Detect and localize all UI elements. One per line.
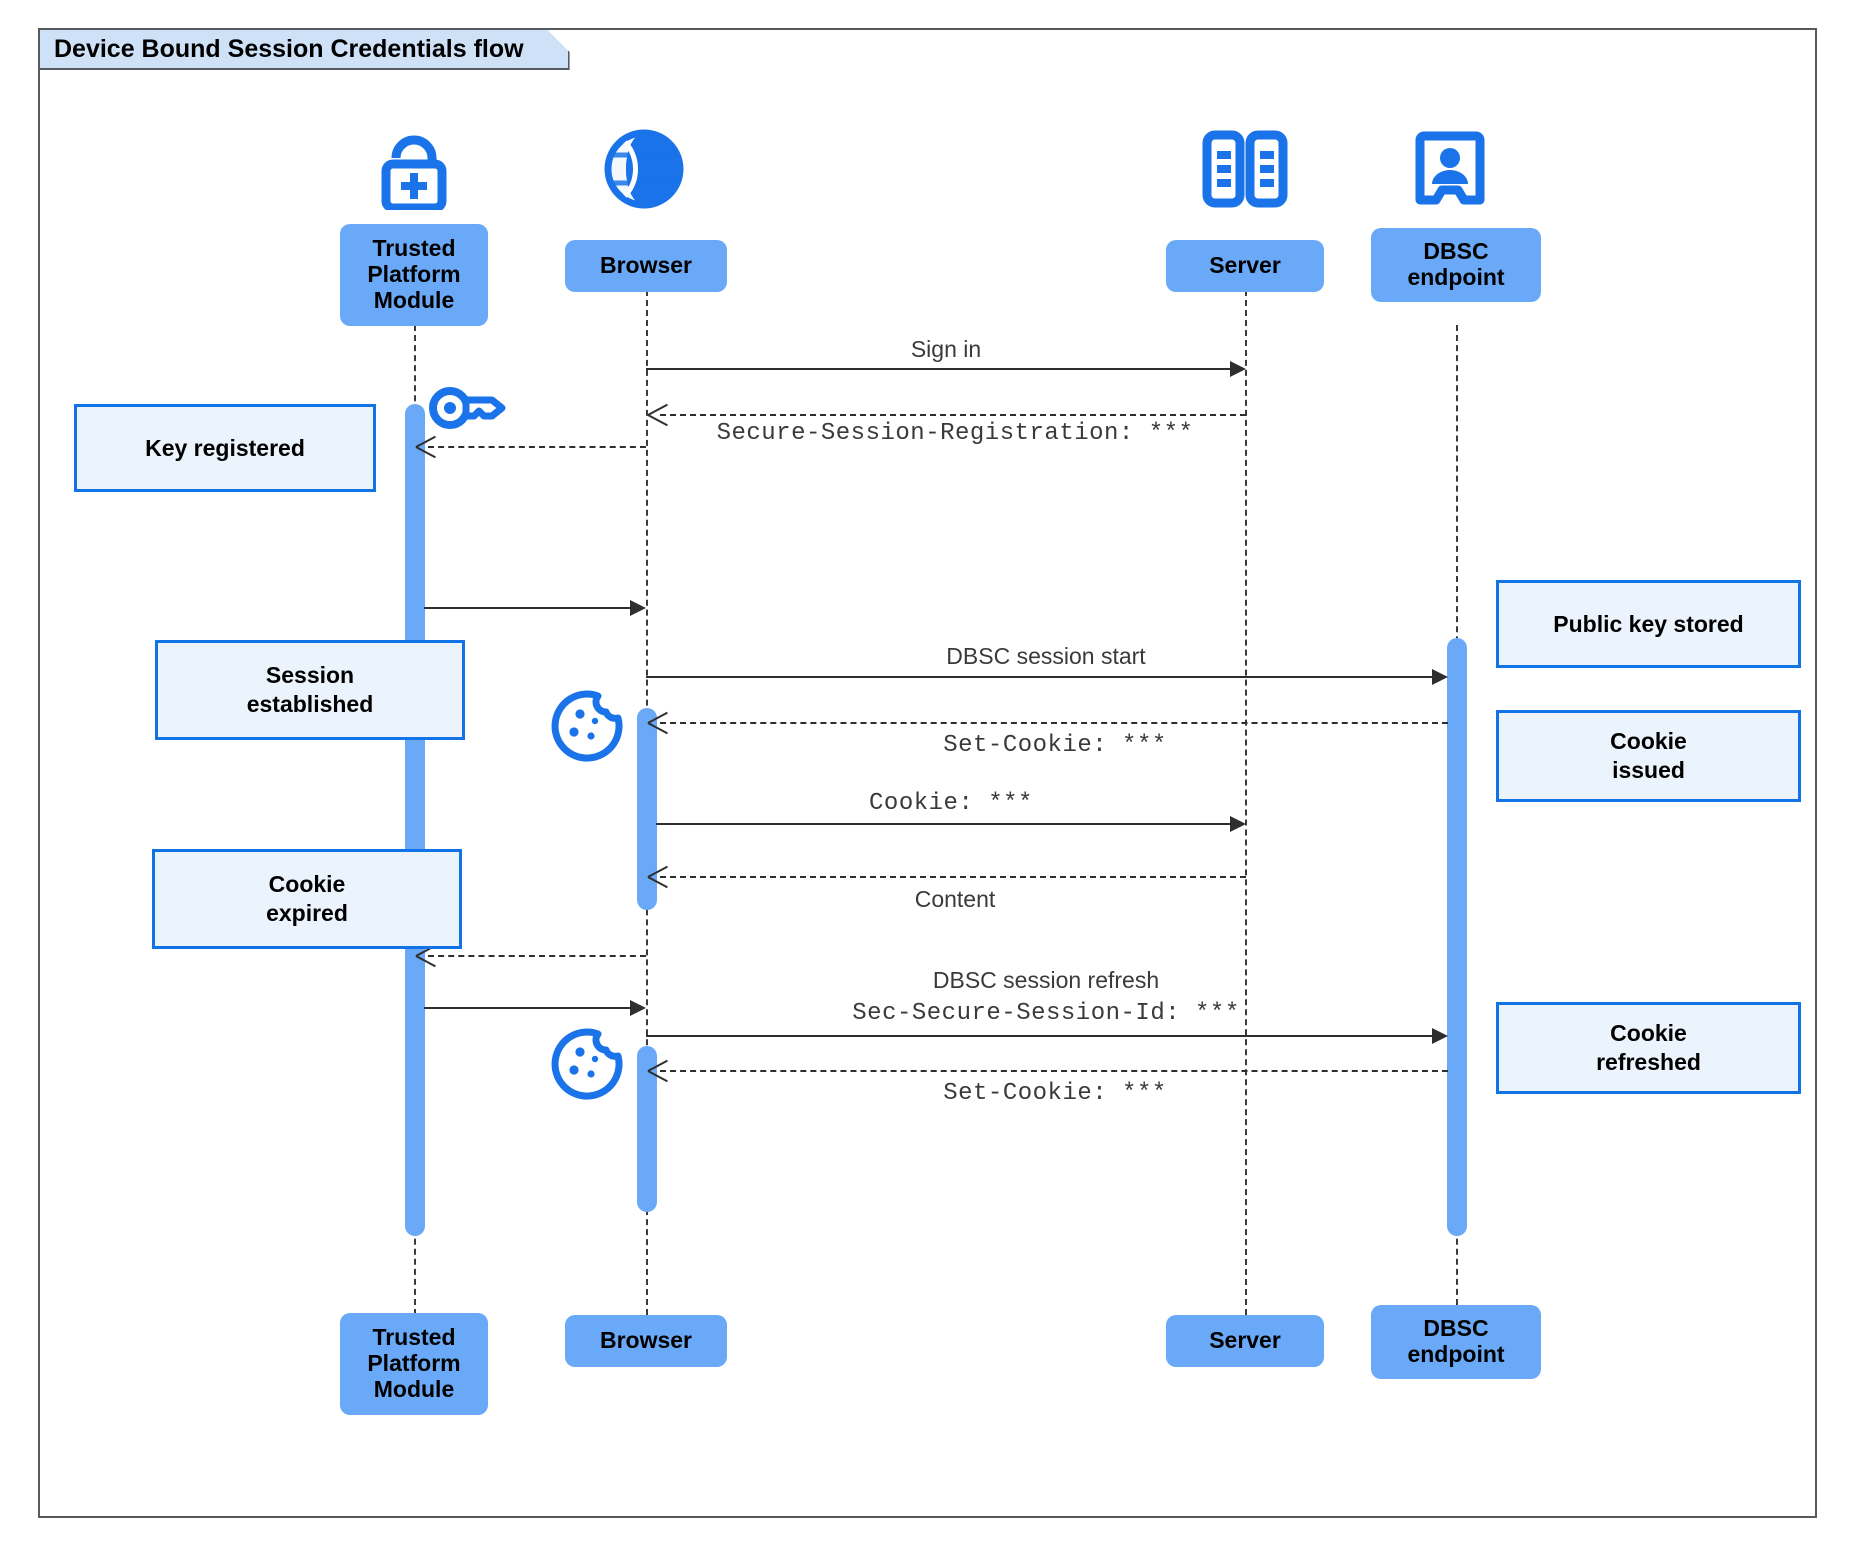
note-text-line1: Session [265,662,355,689]
server-rack-icon [1199,130,1291,213]
participant-label: Browser [599,252,693,279]
participant-browser-bottom[interactable]: Browser [565,1315,727,1367]
note-public-key-stored: Public key stored [1496,580,1801,668]
note-cookie-expired: Cookie expired [152,849,462,949]
message-label-content: Content [914,886,996,912]
message-line-register-key-request [428,446,646,448]
activation-tpm [405,404,425,1236]
message-label-dbsc-session-start: DBSC session start [946,643,1146,669]
message-line-dbsc-session-refresh [646,1035,1440,1037]
activation-browser-2 [637,1046,657,1212]
participant-label-line3: Module [373,1375,455,1402]
globe-icon [601,128,687,215]
message-arrowhead-refresh-signature [630,1000,646,1016]
participant-label-line2: endpoint [1407,1341,1505,1367]
participant-label: Server [1209,1327,1281,1354]
participant-server-top[interactable]: Server [1166,240,1324,292]
message-line-dbsc-session-start [646,676,1440,678]
note-text-line2: refreshed [1596,1049,1701,1075]
lock-plus-icon [369,128,459,215]
participant-label: Server [1209,252,1281,279]
participant-dbsc-bottom[interactable]: DBSC endpoint [1371,1305,1541,1379]
message-label-dbsc-session-refresh: DBSC session refresh [932,967,1160,993]
note-cookie-issued: Cookie issued [1496,710,1801,802]
participant-label-line2: Platform [367,1350,461,1377]
message-arrowhead-sign-in [1230,361,1246,377]
note-text: Public key stored [1553,610,1744,637]
message-line-content [660,876,1246,878]
key-icon [428,382,508,439]
participant-browser-top[interactable]: Browser [565,240,727,292]
message-arrowhead-set-cookie-1 [648,712,668,732]
note-text-line2: established [246,691,374,717]
message-line-set-cookie-1 [660,722,1448,724]
message-arrowhead-set-cookie-2 [648,1060,668,1080]
message-line-key-returned [424,607,638,609]
participant-label-line1: Trusted [372,1324,456,1351]
message-label-sign-in: Sign in [910,336,982,362]
message-arrowhead-dbsc-session-refresh [1432,1028,1448,1044]
note-cookie-refreshed: Cookie refreshed [1496,1002,1801,1094]
message-label-set-cookie-2: Set-Cookie: *** [943,1080,1167,1107]
message-arrowhead-dbsc-session-start [1432,669,1448,685]
message-label-secure-session-registration: Secure-Session-Registration: *** [716,420,1194,447]
message-arrowhead-cookie [1230,816,1246,832]
participant-label-line2: endpoint [1407,264,1505,290]
lifeline-server [1245,290,1247,1315]
message-arrowhead-key-returned [630,600,646,616]
message-line-refresh-sign-request [428,955,646,957]
note-key-registered: Key registered [74,404,376,492]
note-text-line2: expired [266,900,348,926]
participant-label-line1: DBSC [1423,1315,1489,1342]
message-arrowhead-register-key-request [416,436,436,456]
participant-label-line1: Trusted [372,235,456,262]
participant-tpm-bottom[interactable]: Trusted Platform Module [340,1313,488,1415]
note-text-line2: issued [1612,757,1685,783]
message-line-cookie [656,823,1240,825]
message-label-sec-secure-session-id: Sec-Secure-Session-Id: *** [852,1000,1240,1027]
participant-label-line1: DBSC [1423,238,1489,265]
id-badge-icon [1414,130,1486,215]
participant-tpm-top[interactable]: Trusted Platform Module [340,224,488,326]
participant-server-bottom[interactable]: Server [1166,1315,1324,1367]
note-text-line1: Cookie [268,871,346,898]
message-label-set-cookie-1: Set-Cookie: *** [943,732,1167,759]
note-text-line1: Cookie [1610,728,1687,755]
participant-label-line3: Module [373,286,455,313]
activation-browser-1 [637,708,657,910]
note-text-line1: Cookie [1610,1020,1687,1047]
participant-label-line2: Platform [367,261,461,288]
cookie-icon-1 [550,690,624,769]
message-line-refresh-signature [424,1007,638,1009]
message-arrowhead-content [648,866,668,886]
participant-dbsc-top[interactable]: DBSC endpoint [1371,228,1541,302]
message-line-set-cookie-2 [660,1070,1448,1072]
participant-label: Browser [599,1327,693,1354]
message-line-secure-session-registration [660,414,1246,416]
note-text: Key registered [145,434,305,461]
cookie-icon-2 [550,1028,624,1107]
message-label-cookie: Cookie: *** [869,790,1033,817]
note-session-established: Session established [155,640,465,740]
diagram-title: Device Bound Session Credentials flow [40,30,570,70]
message-line-sign-in [646,368,1238,370]
activation-dbsc [1447,638,1467,1236]
